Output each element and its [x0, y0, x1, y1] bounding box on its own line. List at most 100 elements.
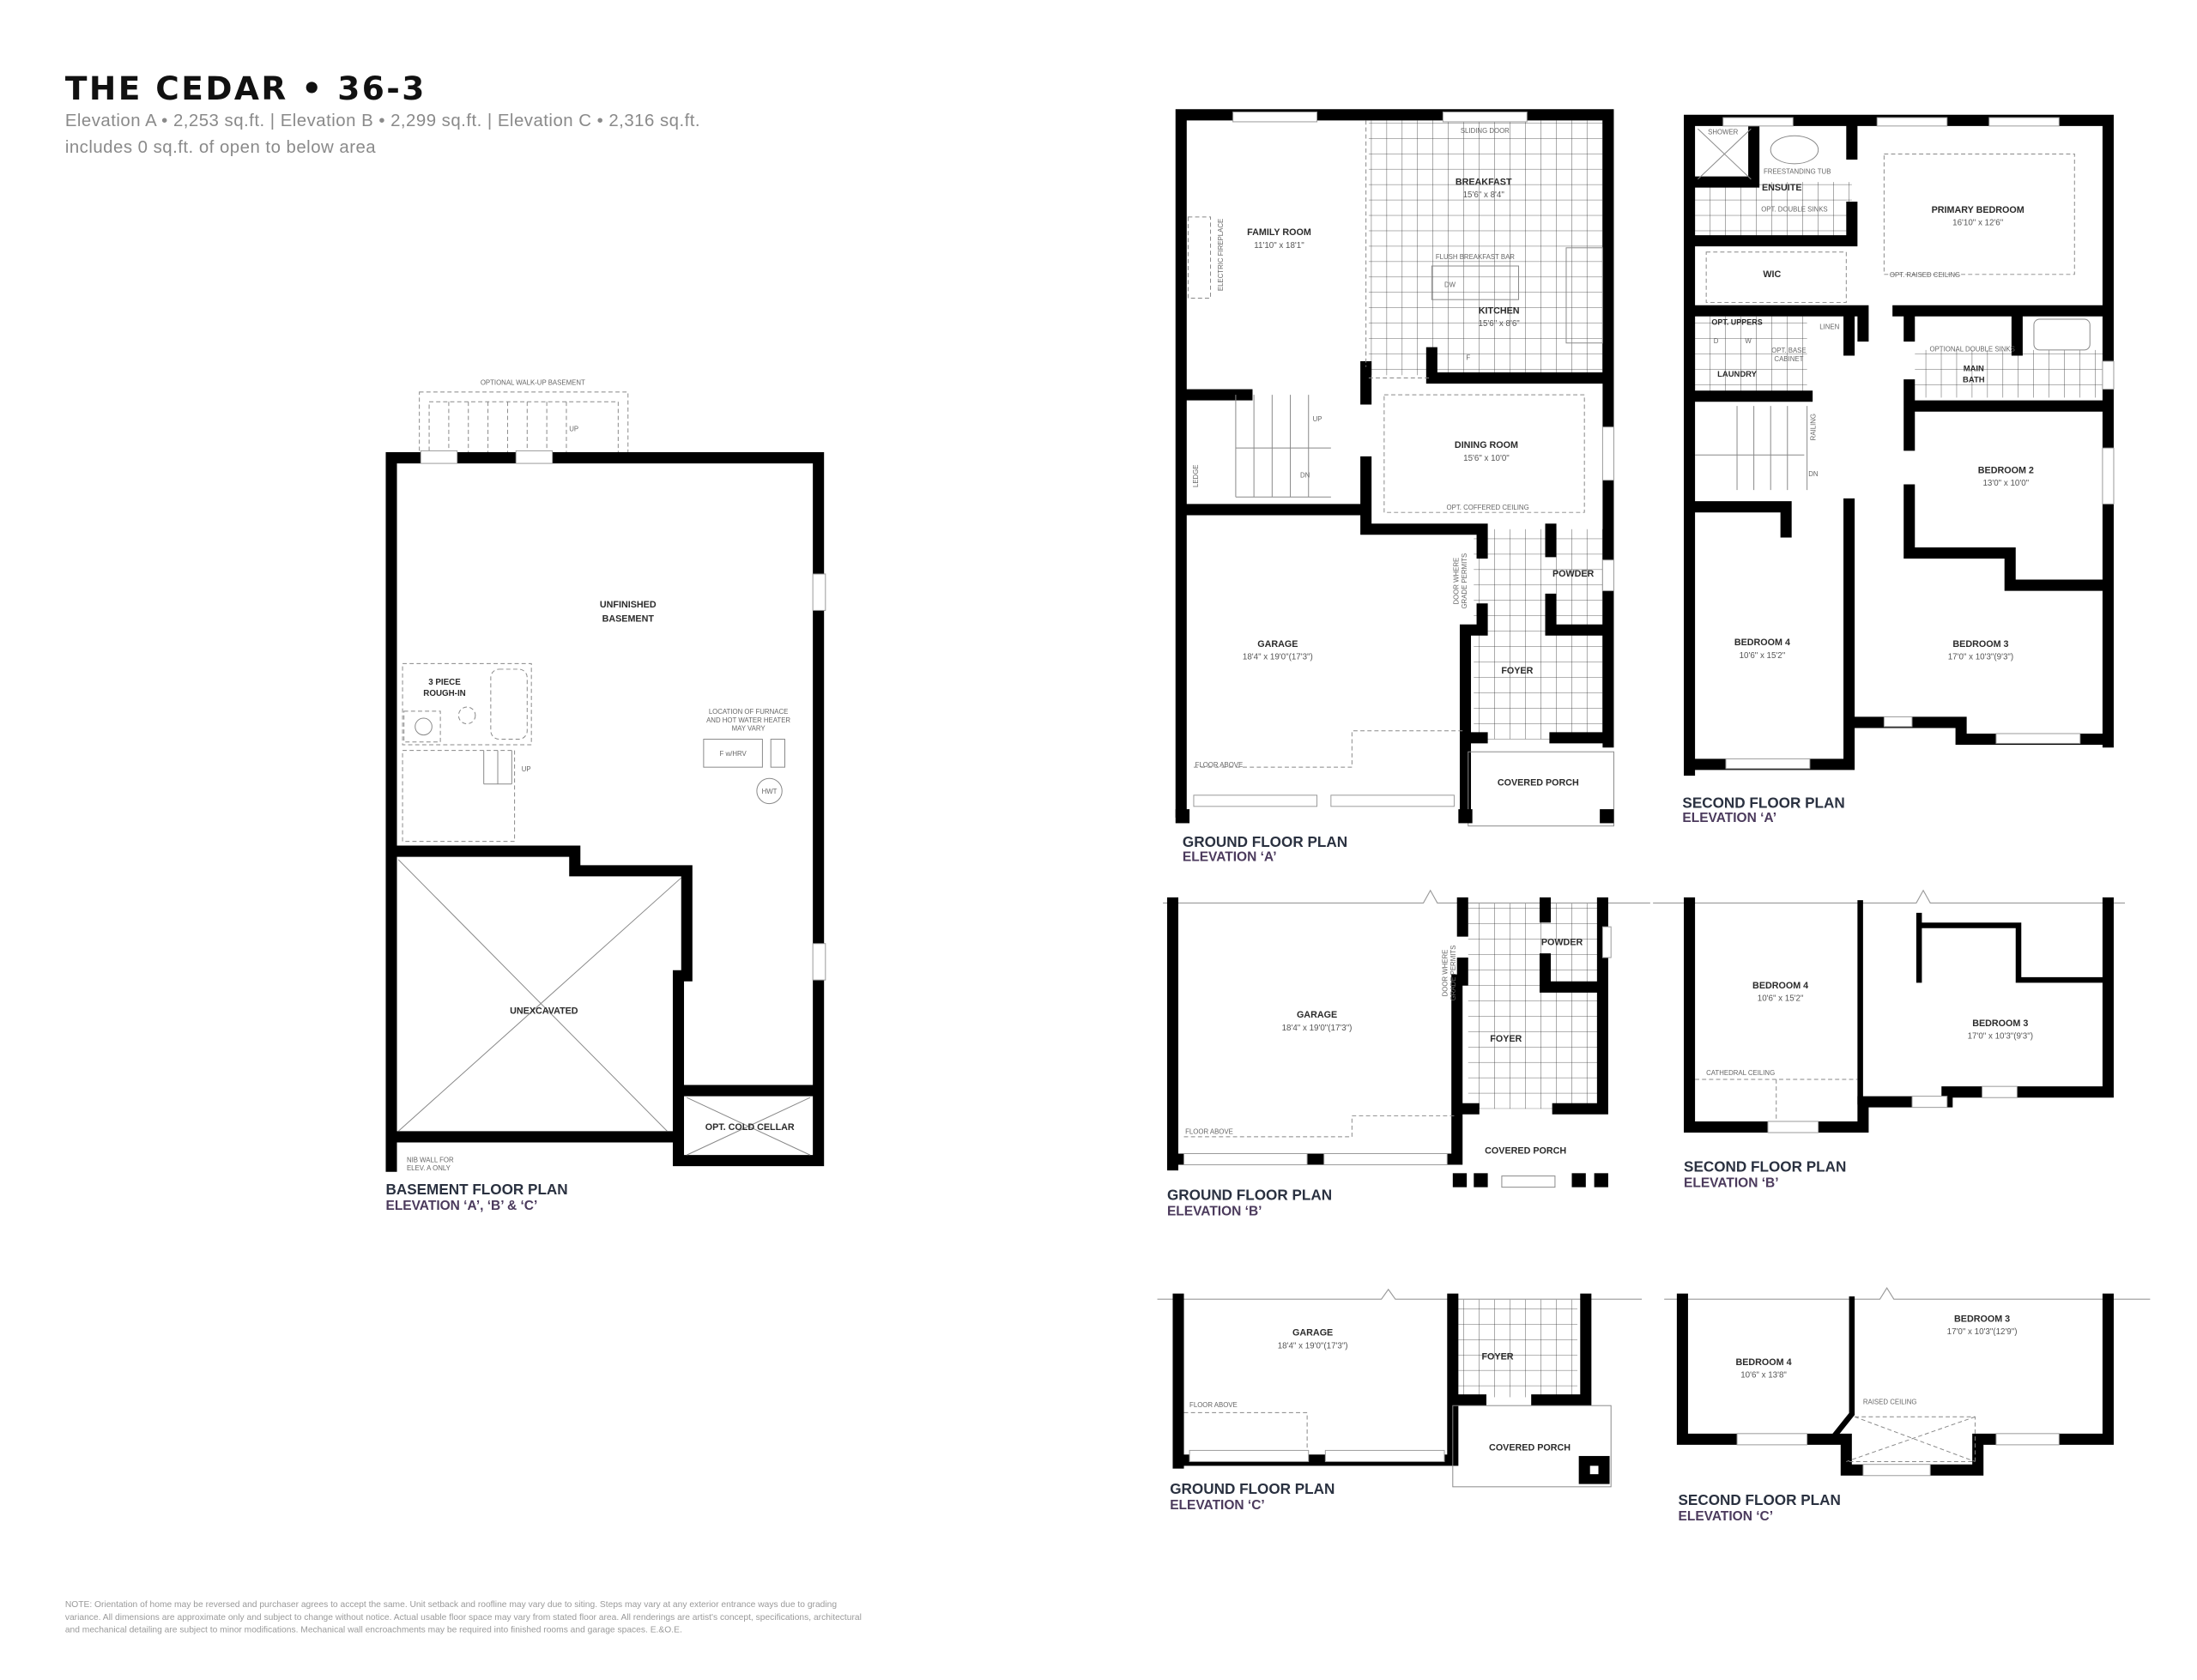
room-dimension: 17'0" x 10'3"(12'9") [1947, 1327, 2018, 1337]
room-name-bedroom-3: BEDROOM 3 [1972, 1018, 2028, 1029]
room-dimension: 18'4" x 19'0"(17'3") [1282, 1024, 1353, 1033]
room-name-garage: GARAGE [1297, 1010, 1337, 1020]
base-cabinet-label: OPT. BASE [1771, 347, 1806, 354]
disclaimer-line-1: NOTE: Orientation of home may be reverse… [65, 1600, 838, 1610]
room-name-bedroom-2: BEDROOM 2 [1978, 466, 2034, 476]
room-dimension: 18'4" x 19'0"(17'3") [1278, 1341, 1348, 1351]
room-name-covered-porch: COVERED PORCH [1489, 1442, 1571, 1453]
disclaimer-line-3: and mechanical detailing are subject to … [65, 1626, 682, 1635]
nib-wall-note-2: ELEV. A ONLY [407, 1164, 451, 1172]
room-name-bedroom-3: BEDROOM 3 [1954, 1314, 2010, 1324]
ground-floor-plan-b: GARAGE 18'4" x 19'0"(17'3") DOOR WHERE G… [1163, 889, 1650, 1218]
room-name-basement: BASEMENT [602, 613, 655, 624]
ground-floor-plan-c: GARAGE 18'4" x 19'0"(17'3") FOYER FLOOR … [1157, 1288, 1643, 1513]
plan-title: SECOND FLOOR PLAN [1682, 794, 1844, 811]
tub-label: FREESTANDING TUB [1764, 167, 1831, 175]
room-name-covered-porch: COVERED PORCH [1498, 777, 1579, 788]
room-dimension: 15'6" x 10'0" [1463, 454, 1510, 463]
room-name-foyer: FOYER [1490, 1034, 1522, 1044]
down-label: DN [1300, 471, 1310, 479]
room-name-bedroom-4: BEDROOM 4 [1735, 1357, 1791, 1368]
breakfast-bar-label: FLUSH BREAKFAST BAR [1436, 253, 1515, 261]
up-label: UP [569, 426, 578, 433]
basement-plan: OPTIONAL WALK-UP BASEMENT UP UNFINISHED … [385, 379, 826, 1213]
second-floor-plan-a: SHOWER FREESTANDING TUB ENSUITE OPT. DOU… [1682, 114, 2115, 825]
floor-above-label: FLOOR ABOVE [1185, 1128, 1233, 1136]
uppers-label: OPT. UPPERS [1711, 318, 1762, 327]
room-name-ensuite: ENSUITE [1762, 183, 1802, 193]
fireplace-label: ELECTRIC FIREPLACE [1217, 219, 1225, 291]
plan-title: BASEMENT FLOOR PLAN [385, 1181, 567, 1198]
room-name-powder: POWDER [1541, 937, 1583, 947]
room-dimension: 15'6" x 8'6" [1479, 319, 1521, 329]
down-label: DN [1808, 470, 1819, 478]
room-dimension: 10'6" x 13'8" [1740, 1371, 1787, 1381]
sinks-label: OPTIONAL DOUBLE SINKS [1929, 346, 2014, 354]
room-dimension: 10'6" x 15'2" [1758, 994, 1804, 1004]
room-name-covered-porch: COVERED PORCH [1485, 1145, 1566, 1156]
furnace-note-3: MAY VARY [732, 725, 766, 733]
raised-ceiling-label: OPT. RAISED CEILING [1890, 271, 1960, 279]
room-name-foyer: FOYER [1501, 666, 1533, 676]
fridge-label: F [1466, 354, 1470, 361]
dryer-label: D [1714, 337, 1719, 345]
room-name-bedroom-3: BEDROOM 3 [1952, 639, 2008, 650]
plan-elevation: ELEVATION ‘C’ [1170, 1498, 1265, 1513]
disclaimer-line-2: variance. All dimensions are approximate… [65, 1613, 862, 1623]
plan-elevation: ELEVATION ‘B’ [1684, 1176, 1779, 1191]
dishwasher-label: DW [1444, 281, 1456, 288]
room-dimension: 17'0" x 10'3"(9'3") [1948, 653, 2013, 662]
floor-above-label: FLOOR ABOVE [1189, 1401, 1238, 1409]
base-cabinet-label-2: CABINET [1774, 355, 1803, 363]
sliding-door-label: SLIDING DOOR [1461, 127, 1510, 135]
plan-elevation: ELEVATION ‘B’ [1167, 1204, 1262, 1218]
room-dimension: 13'0" x 10'0" [1982, 479, 2029, 488]
door-grade-label: DOOR WHERE [1441, 950, 1449, 997]
door-grade-label-2: GRADE PERMITS [1450, 946, 1457, 1001]
room-name-family-room: FAMILY ROOM [1247, 227, 1311, 238]
plan-elevation: ELEVATION ‘C’ [1679, 1509, 1774, 1524]
room-name-main: MAIN [1964, 364, 1984, 373]
room-dimension: 10'6" x 15'2" [1740, 651, 1786, 661]
room-name-kitchen: KITCHEN [1479, 305, 1520, 316]
ground-floor-plan-a: FAMILY ROOM 11'10" x 18'1" ELECTRIC FIRE… [1175, 109, 1614, 864]
up-label: UP [1313, 415, 1322, 423]
plan-title: SECOND FLOOR PLAN [1679, 1491, 1841, 1508]
room-dimension: 18'4" x 19'0"(17'3") [1243, 653, 1313, 662]
roughin-label-2: ROUGH-IN [423, 689, 465, 698]
washer-label: W [1745, 337, 1752, 345]
room-name-bath: BATH [1963, 375, 1985, 384]
room-name-bedroom-4: BEDROOM 4 [1752, 981, 1808, 991]
floor-above-label: FLOOR ABOVE [1195, 761, 1244, 769]
door-grade-label: DOOR WHERE [1452, 558, 1460, 605]
railing-label: RAILING [1809, 414, 1817, 440]
room-dimension: 15'6" x 8'4" [1463, 190, 1505, 200]
room-name-primary-bedroom: PRIMARY BEDROOM [1932, 205, 2025, 215]
plan-elevation: ELEVATION ‘A’ [1682, 811, 1776, 825]
room-name-cold-cellar: OPT. COLD CELLAR [705, 1122, 795, 1133]
room-name-dining-room: DINING ROOM [1455, 440, 1518, 450]
room-name-unexcavated: UNEXCAVATED [510, 1006, 578, 1016]
second-floor-plan-c: BEDROOM 3 17'0" x 10'3"(12'9") BEDROOM 4… [1664, 1287, 2151, 1524]
up-label: UP [522, 765, 531, 773]
plan-elevation: ELEVATION ‘A’ [1183, 849, 1277, 864]
shower-label: SHOWER [1708, 129, 1739, 136]
room-name-unfinished: UNFINISHED [600, 600, 657, 610]
plan-title: GROUND FLOOR PLAN [1170, 1480, 1335, 1497]
room-name-garage: GARAGE [1292, 1328, 1333, 1339]
walkup-label: OPTIONAL WALK-UP BASEMENT [481, 379, 585, 387]
plan-elevation: ELEVATION ‘A’, ‘B’ & ‘C’ [385, 1199, 537, 1213]
page-title: THE CEDAR • 36-3 [65, 69, 427, 107]
hwt-label: HWT [762, 788, 778, 795]
sinks-label: OPT. DOUBLE SINKS [1761, 205, 1827, 213]
room-name-wic: WIC [1763, 269, 1781, 280]
room-name-powder: POWDER [1552, 569, 1595, 579]
room-name-breakfast: BREAKFAST [1456, 177, 1512, 187]
open-to-below-note: includes 0 sq.ft. of open to below area [65, 138, 376, 157]
furnace-box-label: F w/HRV [720, 750, 747, 758]
room-dimension: 17'0" x 10'3"(9'3") [1968, 1032, 2033, 1042]
cathedral-ceiling-label: CATHEDRAL CEILING [1706, 1069, 1775, 1077]
room-name-bedroom-4: BEDROOM 4 [1734, 638, 1790, 648]
